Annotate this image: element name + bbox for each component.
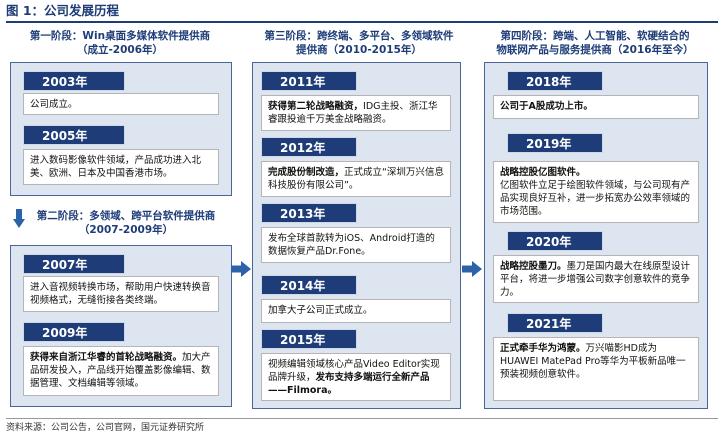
stage3-panel: 2011年 获得第二轮战略融资，IDG主投、浙江华睿跟投逾千万美金战略融资。 2… [252,62,461,409]
stage1-text-2003: 公司成立。 [30,99,78,110]
down-arrow-icon [13,209,25,228]
stage4-desc-2019: 战略控股亿图软件。 亿图软件立足于绘图软件领域，与公司现有产品实现良好互补，进一… [493,161,699,223]
right-arrow-icon [231,261,251,277]
stage2-text-2007: 进入音视频转换市场，帮助用户快速转换音视频格式，无缝衔接各类终端。 [30,282,211,306]
bottom-divider [6,418,718,419]
stage4-header-line2: 物联网产品与服务提供商（2016年至今） [496,44,694,56]
stage4-bold-2019: 战略控股亿图软件。 [500,167,586,178]
stage1-header: 第一阶段：Win桌面多媒体软件提供商 （成立-2006年） [10,29,230,57]
stage2-header: 第二阶段：多领域、跨平台软件提供商 （2007-2009年） [22,209,230,237]
stage2-desc-2009: 获得来自浙江华睿的首轮战略融资。加大产品研发投入，产品线开始覆盖影像编辑、数据管… [23,346,219,396]
source-note: 资料来源：公司公告，公司官网，国元证券研究所 [6,423,205,433]
stage4-desc-2020: 战略控股墨刀。墨刀是国内最大在线原型设计平台，将进一步增强公司数字创意软件的竞争… [493,255,699,303]
stage4-text-2020: 墨刀是国内最大在线原型设计平台，将进一步增强公司数字创意软件的竞争力。 [500,261,691,298]
stage2-bold-2009: 获得来自浙江华睿的首轮战略融资。 [30,352,183,363]
stage3-year-2011: 2011年 [261,71,357,91]
stage2-desc-2007: 进入音视频转换市场，帮助用户快速转换音视频格式，无缝衔接各类终端。 [23,276,219,312]
stage1-panel: 2003年 公司成立。 2005年 进入数码影像软件领域，产品成功进入北美、欧洲… [10,62,232,196]
stage4-year-2020: 2020年 [507,231,603,251]
stage3-bold-2011: 获得第二轮战略融资， [268,101,364,112]
stage1-desc-2005: 进入数码影像软件领域，产品成功进入北美、欧洲、日本及中国香港市场。 [23,149,219,185]
stage1-header-line2: （成立-2006年） [76,44,164,56]
stage3-year-2015: 2015年 [261,329,357,349]
stage4-desc-2018: 公司于A股成功上市。 [493,95,699,119]
stage2-year-2007: 2007年 [23,254,125,274]
stage4-year-2018: 2018年 [507,71,603,91]
stage2-year-2009: 2009年 [23,322,125,342]
stage3-year-2013: 2013年 [261,203,357,223]
stage1-header-line1: 第一阶段：Win桌面多媒体软件提供商 [29,30,211,42]
stage3-text-2012: 正式成立“深圳万兴信息科技股份有限公司”。 [268,167,444,191]
stage4-year-2019: 2019年 [507,133,603,153]
stage3-text-2013: 发布全球首款转为iOS、Android打造的数据恢复产品Dr.Fone。 [268,233,435,257]
stage1-year-2005: 2005年 [23,125,125,145]
stage3-text-2011: IDG主投、浙江华睿跟投逾千万美金战略融资。 [268,101,438,125]
stage2-panel: 2007年 进入音视频转换市场，帮助用户快速转换音视频格式，无缝衔接各类终端。 … [10,245,232,407]
stage3-text-2014: 加拿大子公司正式成立。 [268,305,373,316]
stage4-text-2019: 亿图软件立足于绘图软件领域，与公司现有产品实现良好互补，进一步拓宽办公效率领域的… [500,180,691,217]
stage4-desc-2021: 正式牵手华为鸿蒙。万兴喵影HD成为HUAWEI MatePad Pro等华为平板… [493,337,699,401]
stage3-desc-2013: 发布全球首款转为iOS、Android打造的数据恢复产品Dr.Fone。 [261,227,451,263]
stage3-text-2015: 视频编辑领域核心产品Video Editor实现品牌升级， [268,359,440,383]
stage4-header: 第四阶段：跨端、人工智能、软硬结合的 物联网产品与服务提供商（2016年至今） [484,29,706,57]
stage3-header-line2: 提供商（2010-2015年） [296,44,422,56]
stage3-year-2014: 2014年 [261,275,357,295]
stage2-header-line1: 第二阶段：多领域、跨平台软件提供商 [36,210,216,222]
stage1-desc-2003: 公司成立。 [23,93,219,115]
stage1-year-2003: 2003年 [23,71,125,91]
stage4-text-2021: 万兴喵影HD成为HUAWEI MatePad Pro等华为平板新品唯一预装视频创… [500,343,686,380]
stage1-text-2005: 进入数码影像软件领域，产品成功进入北美、欧洲、日本及中国香港市场。 [30,155,202,179]
stage4-header-line1: 第四阶段：跨端、人工智能、软硬结合的 [500,30,690,42]
stage4-panel: 2018年 公司于A股成功上市。 2019年 战略控股亿图软件。 亿图软件立足于… [484,62,708,409]
right-arrow-icon [462,261,482,277]
stage4-year-2021: 2021年 [507,313,603,333]
stage3-bold-2015: 发布支持多端运行全新产品——Filmora。 [268,372,430,396]
stage3-year-2012: 2012年 [261,137,357,157]
stage3-header: 第三阶段：跨终端、多平台、多领域软件 提供商（2010-2015年） [252,29,466,57]
stage4-bold-2020: 战略控股墨刀。 [500,261,567,272]
stage3-bold-2012: 完成股份制改造， [268,167,345,178]
stage2-text-2009: 加大产品研发投入，产品线开始覆盖影像编辑、数据管理、文档编辑等领域。 [30,352,211,389]
stage2-header-line2: （2007-2009年） [78,224,174,236]
stage3-desc-2011: 获得第二轮战略融资，IDG主投、浙江华睿跟投逾千万美金战略融资。 [261,95,451,131]
stage3-desc-2015: 视频编辑领域核心产品Video Editor实现品牌升级，发布支持多端运行全新产… [261,353,451,401]
stage4-bold-2021: 正式牵手华为鸿蒙。 [500,343,586,354]
figure-title: 图 1：公司发展历程 [6,2,718,23]
stage3-desc-2014: 加拿大子公司正式成立。 [261,299,451,323]
stage3-desc-2012: 完成股份制改造，正式成立“深圳万兴信息科技股份有限公司”。 [261,161,451,197]
stage3-header-line1: 第三阶段：跨终端、多平台、多领域软件 [264,30,454,42]
stage4-bold-2018: 公司于A股成功上市。 [500,101,593,112]
